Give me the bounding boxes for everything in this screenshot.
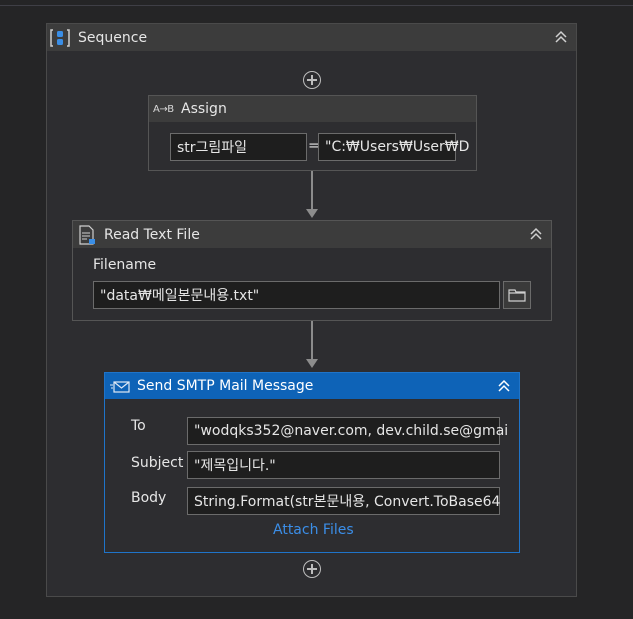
send-smtp-mail-activity[interactable]: Send SMTP Mail Message To "wodqks352@nav…	[104, 372, 520, 553]
filename-field[interactable]: "data₩메일본문내용.txt"	[93, 281, 500, 309]
document-icon	[78, 224, 96, 245]
folder-icon	[508, 289, 526, 302]
body-label: Body	[131, 490, 167, 506]
to-field[interactable]: "wodqks352@naver.com, dev.child.se@gmai	[187, 417, 508, 445]
assign-title: Assign	[181, 101, 227, 117]
read-text-file-header[interactable]: Read Text File	[73, 221, 551, 248]
sequence-title: Sequence	[78, 29, 148, 46]
assign-equals-sign: =	[308, 138, 320, 154]
smtp-collapse-icon[interactable]	[495, 377, 513, 395]
attach-files-link[interactable]: Attach Files	[273, 522, 354, 538]
sequence-icon	[50, 28, 70, 48]
browse-folder-button[interactable]	[503, 281, 531, 309]
smtp-title: Send SMTP Mail Message	[137, 378, 314, 394]
top-divider	[0, 5, 633, 6]
subject-field[interactable]: "제목입니다."	[187, 451, 500, 479]
mail-icon	[110, 379, 130, 393]
connector-arrowhead	[306, 359, 318, 368]
read-text-file-title: Read Text File	[104, 226, 200, 243]
assign-to-field[interactable]: str그림파일	[170, 133, 307, 161]
assign-value-field[interactable]: "C:₩Users₩User₩D	[318, 133, 469, 161]
assign-icon: A→B	[153, 103, 174, 115]
smtp-header[interactable]: Send SMTP Mail Message	[105, 373, 519, 399]
add-activity-top-icon[interactable]	[303, 71, 321, 89]
body-field[interactable]: String.Format(str본문내용, Convert.ToBase64	[187, 487, 500, 515]
connector-read-smtp	[311, 321, 313, 359]
sequence-collapse-icon[interactable]	[552, 28, 570, 46]
sequence-container[interactable]: Sequence A→B Assign str그림파일 = "C:₩Users₩…	[46, 23, 577, 597]
read-text-file-activity[interactable]: Read Text File Filename "data₩메일본문내용.txt…	[72, 220, 552, 321]
assign-activity[interactable]: A→B Assign str그림파일 = "C:₩Users₩User₩D	[148, 95, 477, 171]
connector-arrowhead	[306, 209, 318, 218]
assign-header[interactable]: A→B Assign	[149, 96, 476, 122]
read-text-file-collapse-icon[interactable]	[527, 225, 545, 243]
sequence-header[interactable]: Sequence	[47, 24, 576, 51]
filename-label: Filename	[93, 257, 157, 273]
to-label: To	[131, 418, 146, 434]
connector-assign-read	[311, 171, 313, 209]
add-activity-bottom-icon[interactable]	[303, 560, 321, 578]
subject-label: Subject	[131, 455, 184, 471]
